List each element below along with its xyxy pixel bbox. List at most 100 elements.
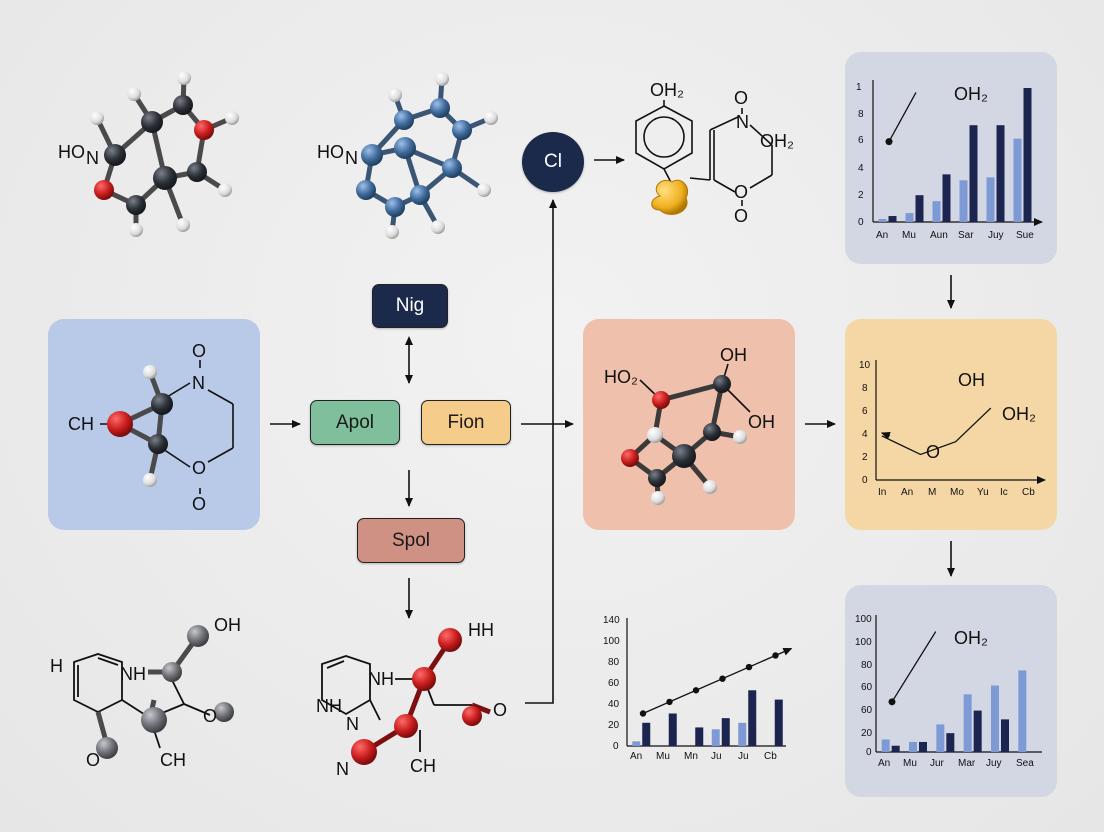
m6-label-nh: NH	[120, 664, 146, 684]
molecule-3d-top-left: HO N	[58, 71, 239, 237]
c4-ytick-1: 100	[855, 637, 872, 648]
m7-label-ch: CH	[410, 756, 436, 776]
bar-dark-aun	[942, 174, 951, 222]
c2-formula-oh2: OH₂	[1002, 404, 1036, 424]
c1-xtick-0: An	[876, 230, 888, 241]
c2-xtick-5: Ic	[1000, 487, 1008, 498]
molecule-bottom-left: H NH OH O O CH	[50, 615, 241, 770]
m7-label-n-bottom: N	[336, 759, 349, 779]
c2-xtick-4: Yu	[977, 487, 989, 498]
trend-line	[642, 647, 793, 715]
bar-light-jur	[936, 724, 945, 752]
c2-ytick-4: 2	[862, 452, 868, 463]
trend-line	[891, 631, 937, 703]
bar-light-ju	[738, 722, 747, 746]
bar-light-juy	[986, 177, 995, 222]
m3-label-o: O	[734, 182, 748, 202]
bar-dark-cb	[774, 699, 783, 746]
bar-dark-mn	[695, 727, 704, 746]
c4-ytick-5: 20	[861, 728, 873, 739]
m6-label-h: H	[50, 656, 63, 676]
c3-ytick-5: 20	[608, 720, 620, 731]
m3-label-oh2b: OH₂	[760, 131, 794, 151]
bar-dark-sar	[969, 125, 978, 222]
bar-light-an	[632, 741, 641, 746]
molecule-salmon-panel: HO₂ OH OH	[604, 345, 775, 505]
c4-ytick-2: 80	[861, 660, 873, 671]
c4-xtick-2: Jur	[930, 758, 945, 769]
m7-label-nh-left: NH	[316, 696, 342, 716]
c3-xtick-0: An	[630, 751, 642, 762]
m4-label-o-top: O	[192, 341, 206, 361]
trend-point	[888, 698, 896, 706]
m7-label-nh-top: NH	[368, 669, 394, 689]
node-nig[interactable]: Nig	[372, 284, 448, 328]
m3-label-o-bottom: O	[734, 206, 748, 226]
bar-light-juy	[991, 685, 999, 752]
bar-light-mu	[905, 213, 914, 222]
c1-ytick-3: 2	[858, 190, 864, 201]
m4-label-n: N	[192, 373, 205, 393]
node-fion[interactable]: Fion	[421, 400, 511, 445]
c2-xtick-0: In	[878, 487, 886, 498]
bar-dark-mu	[915, 195, 924, 222]
m6-label-ch: CH	[160, 750, 186, 770]
m7-label-n-mid: N	[346, 714, 359, 734]
c3-ytick-6: 0	[613, 741, 619, 752]
chart-bottom-right: 100 100 80 60 60 20 0 An Mu Jur Mar Juy …	[855, 614, 1042, 769]
c2-formula-o: O	[926, 442, 940, 462]
node-spol[interactable]: Spol	[357, 518, 465, 563]
m3-label-n: N	[736, 112, 749, 132]
node-cl[interactable]: Cl	[522, 132, 584, 192]
c4-ytick-4: 60	[861, 705, 873, 716]
c3-xtick-1: Mu	[656, 751, 670, 762]
bar-dark-mu	[919, 741, 927, 752]
trend-point	[639, 710, 647, 717]
c4-xtick-5: Sea	[1016, 758, 1034, 769]
m3-label-o-top: O	[734, 88, 748, 108]
chart-bottom-center: 140 100 80 60 40 20 0 An Mu Mn Ju Ju Cb	[603, 615, 793, 762]
bar-light-ju	[711, 729, 720, 746]
m7-label-o: O	[493, 700, 507, 720]
m7-label-hh: HH	[468, 620, 494, 640]
bar-dark-juy	[996, 125, 1005, 222]
c3-xtick-5: Cb	[764, 751, 777, 762]
panel-center-molecule	[583, 319, 795, 530]
c1-xtick-4: Juy	[988, 230, 1004, 241]
trend-point	[885, 138, 893, 146]
m6-label-o: O	[203, 706, 217, 726]
trend-point	[772, 652, 779, 659]
series-line	[881, 407, 992, 456]
bar-light-an	[881, 739, 890, 752]
bar-light-aun	[932, 201, 941, 222]
m5-label-ho2: HO₂	[604, 367, 638, 387]
c1-formula: OH₂	[954, 84, 988, 104]
trend-point	[692, 687, 700, 694]
c1-xtick-3: Sar	[958, 230, 974, 241]
c2-xtick-2: M	[928, 487, 936, 498]
bar-dark-ju	[721, 718, 730, 746]
m1-label-ho: HO	[58, 142, 85, 162]
c2-ytick-2: 6	[862, 406, 868, 417]
molecule-benzene-top	[635, 100, 773, 215]
bar-light-mar	[963, 694, 972, 752]
bar-light-sea	[1018, 670, 1027, 752]
bar-dark-mu	[668, 713, 677, 746]
m4-label-ch: CH	[68, 414, 94, 434]
bar-light-an	[878, 219, 887, 222]
c4-formula: OH₂	[954, 628, 988, 648]
c3-ytick-0: 140	[603, 615, 620, 626]
c2-ytick-1: 8	[862, 383, 868, 394]
bar-dark-mar	[973, 710, 982, 752]
c3-ytick-1: 100	[603, 636, 620, 647]
panel-chart-middle	[845, 319, 1057, 530]
m1-label-n: N	[86, 148, 99, 168]
node-apol[interactable]: Apol	[310, 400, 400, 445]
c1-xtick-1: Mu	[902, 230, 916, 241]
trend-line	[888, 92, 917, 142]
c1-ytick-0: 8	[858, 109, 864, 120]
bar-dark-ju	[748, 690, 757, 746]
c4-ytick-6: 0	[866, 747, 872, 758]
c2-xtick-1: An	[901, 487, 913, 498]
